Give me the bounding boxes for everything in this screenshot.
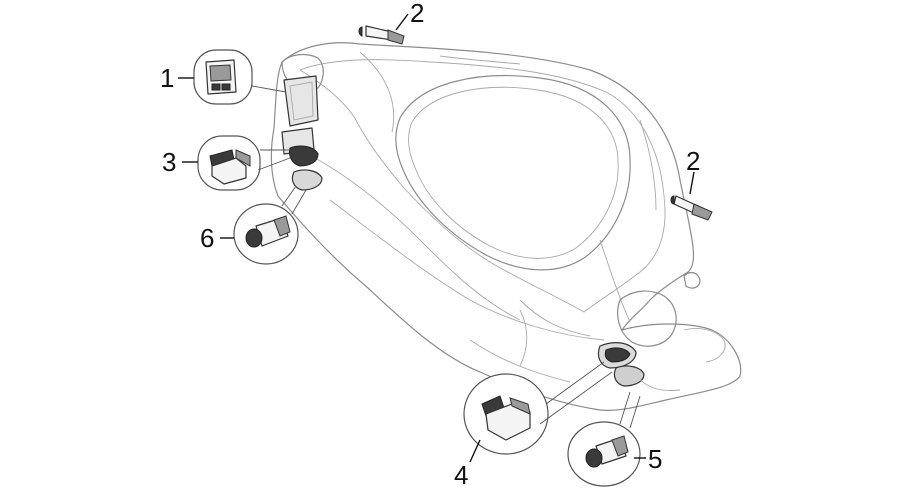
callout-2-top: 2 [410, 0, 424, 28]
handlebar-cover [270, 42, 742, 411]
callout-3: 3 [162, 147, 176, 177]
part-3-detail [197, 135, 291, 191]
callout-4: 4 [454, 460, 468, 490]
part-2-right-bulb [670, 195, 713, 221]
callout-2-right: 2 [686, 146, 700, 176]
part-2-top-bulb [358, 25, 405, 45]
callout-5: 5 [648, 444, 662, 474]
callout-1: 1 [160, 63, 174, 93]
part-1-detail [193, 49, 287, 105]
part-6-detail [233, 185, 307, 265]
part-4-detail [463, 361, 613, 455]
callout-6: 6 [200, 223, 214, 253]
part-5-detail [567, 391, 641, 487]
